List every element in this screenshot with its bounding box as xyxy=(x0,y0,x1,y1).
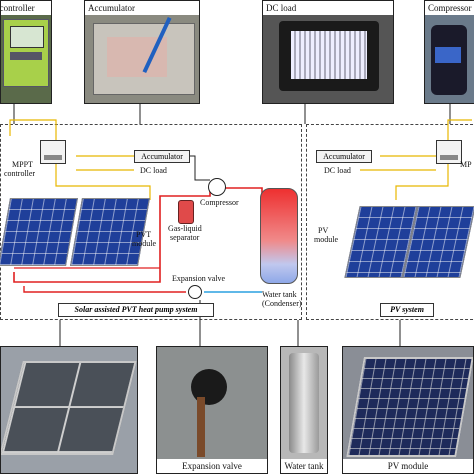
pv-module-photo-caption: PV module xyxy=(343,459,473,473)
water-tank-photo: Water tank xyxy=(280,346,328,474)
accumulator-photo: Accumulator xyxy=(84,0,200,104)
dc-load-photo: DC load xyxy=(262,0,394,104)
compressor-photo: Compressor xyxy=(424,0,474,104)
pvt-module-label-2: module xyxy=(132,239,156,248)
pv-module-label-1: PV xyxy=(318,226,329,235)
dc-load-photo-caption: DC load xyxy=(263,1,393,15)
water-tank-label-2: (Condenser) xyxy=(262,299,302,308)
mppt-controller-left xyxy=(40,140,66,164)
pv-system-box xyxy=(306,124,474,320)
power-to-panels xyxy=(55,164,151,200)
mppt-left-label-2: controller xyxy=(4,169,36,178)
pv-module-label-2: module xyxy=(314,235,338,244)
mppt-left-label-1: MPPT xyxy=(12,160,33,169)
pvt-module-label-1: PVT xyxy=(136,230,152,239)
expansion-valve-label: Expansion valve xyxy=(172,274,226,283)
valve-pipe xyxy=(197,397,205,457)
lamp-led xyxy=(291,31,367,79)
pvt-photo-panels xyxy=(1,361,137,455)
mppt-terminals xyxy=(44,155,62,160)
mppt-right-label: MP xyxy=(460,160,472,169)
pv-module-photo: PV module xyxy=(342,346,474,474)
expansion-valve-photo: Expansion valve xyxy=(156,346,268,474)
mppt-controller-right xyxy=(436,140,462,164)
water-tank-photo-caption: Water tank xyxy=(281,459,327,473)
pv-photo-panel xyxy=(346,357,473,457)
controller-buttons xyxy=(10,52,42,60)
compressor-label: Compressor xyxy=(200,198,239,207)
dc-load-right-label: DC load xyxy=(324,166,351,175)
tank-cylinder xyxy=(289,353,319,453)
power-right-top xyxy=(447,119,472,140)
controller-device xyxy=(3,19,49,87)
compressor-photo-caption: Compressor xyxy=(425,1,474,15)
controller-photo-caption: MPPT controller xyxy=(1,1,51,15)
hot-pipe xyxy=(13,187,263,283)
controller-photo: MPPT controller xyxy=(0,0,52,104)
pvt-system-box xyxy=(0,124,302,320)
expansion-valve-photo-caption: Expansion valve xyxy=(157,459,267,473)
accumulator-box-left: Accumulator xyxy=(134,150,190,163)
water-tank-symbol xyxy=(260,188,298,284)
controller-screen xyxy=(10,26,44,48)
gas-liquid-separator xyxy=(178,200,194,224)
accumulator-photo-caption: Accumulator xyxy=(85,1,199,15)
water-tank-label-1: Water tank xyxy=(262,290,297,299)
power-line-left xyxy=(9,119,57,140)
mppt-right-terminals xyxy=(440,155,458,160)
pvt-system-title: Solar assisted PVT heat pump system xyxy=(58,303,214,317)
accumulator-box-right: Accumulator xyxy=(316,150,372,163)
compressor-label xyxy=(435,47,461,63)
separator-label-1: Gas-liquid xyxy=(168,224,202,233)
power-to-compressor xyxy=(190,155,210,181)
power-right-panels xyxy=(395,164,449,200)
pv-system-title: PV system xyxy=(380,303,434,317)
cold-pipe xyxy=(23,286,186,293)
pvt-module-photo xyxy=(0,346,138,474)
separator-label-2: separator xyxy=(170,233,200,242)
pvt-panel-1 xyxy=(0,198,78,266)
expansion-valve-symbol xyxy=(188,285,202,299)
dc-load-left-label: DC load xyxy=(140,166,167,175)
compressor-symbol xyxy=(208,178,226,196)
